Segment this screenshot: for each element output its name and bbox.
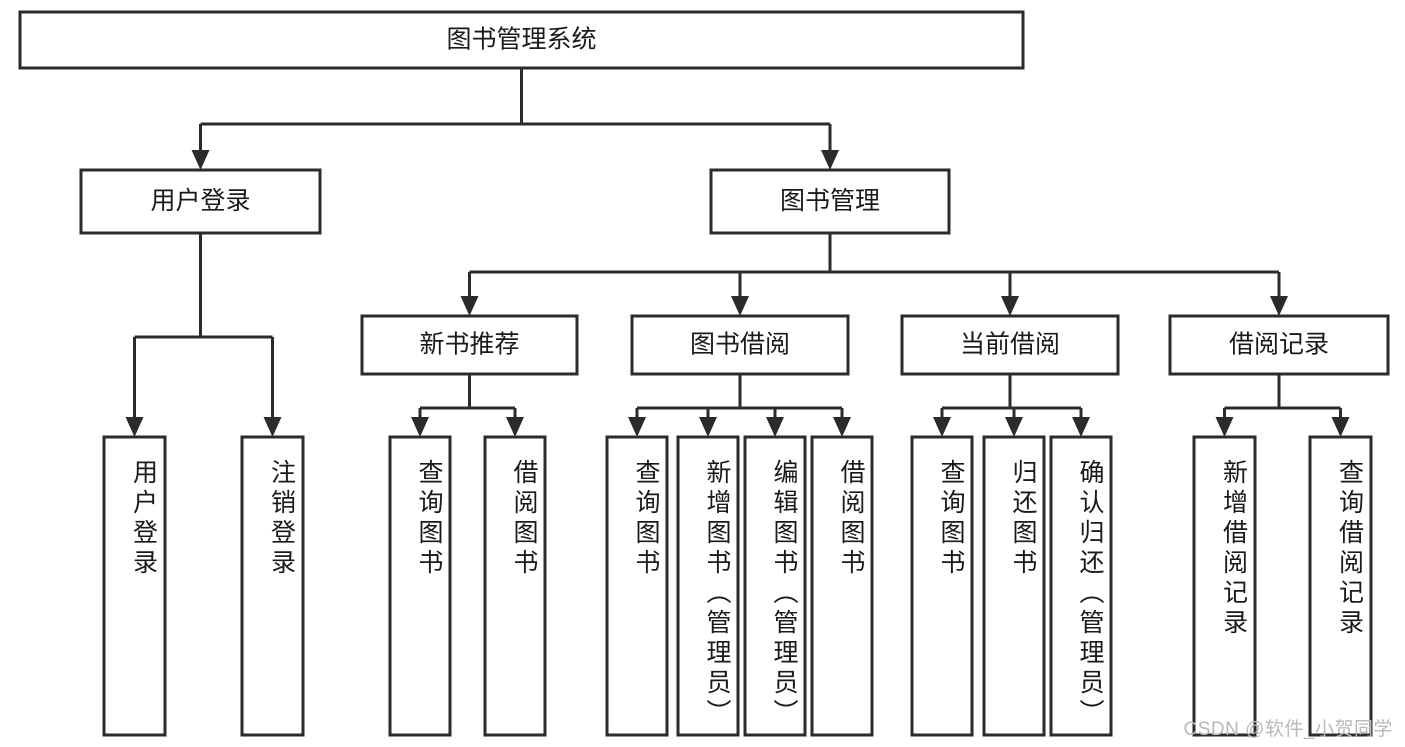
leaf-box <box>605 435 669 737</box>
node-box <box>1168 314 1390 376</box>
arrow-books-1 <box>731 296 749 316</box>
node-root-0[interactable]: 图书管理系统 <box>18 10 1025 70</box>
leaf-node-9[interactable]: 归还图书 <box>982 435 1046 737</box>
leaf-node-10[interactable]: 确认归还（管理员） <box>1049 435 1113 737</box>
leaf-label: 归还图书 <box>1009 459 1038 579</box>
leaf-node-5[interactable]: 新增图书（管理员） <box>676 435 740 737</box>
arrow-current-0 <box>933 417 951 437</box>
node-l3-1[interactable]: 图书借阅 <box>630 314 850 376</box>
leaf-box <box>676 435 740 737</box>
leaf-box <box>1049 435 1113 737</box>
node-l2-1[interactable]: 图书管理 <box>709 168 951 235</box>
node-box <box>709 168 951 235</box>
leaf-box <box>810 435 874 737</box>
leaf-box <box>1192 435 1257 737</box>
node-label: 用户登录 <box>150 187 250 215</box>
arrow-current-1 <box>1005 417 1023 437</box>
arrow-record-0 <box>1215 417 1234 437</box>
leaf-node-4[interactable]: 查询图书 <box>605 435 669 737</box>
arrow-borrow-3 <box>833 417 851 437</box>
leaf-node-8[interactable]: 查询图书 <box>910 435 974 737</box>
leaf-box <box>743 435 807 737</box>
arrow-books-2 <box>1001 296 1019 316</box>
leaf-label: 注销登录 <box>268 459 297 579</box>
leaf-label: 编辑图书（管理员） <box>770 459 799 729</box>
leaf-node-3[interactable]: 借阅图书 <box>483 435 547 737</box>
leaf-node-7[interactable]: 借阅图书 <box>810 435 874 737</box>
arrow-login-1 <box>263 417 282 437</box>
leaf-node-12[interactable]: 查询借阅记录 <box>1308 435 1373 737</box>
node-label: 借阅记录 <box>1229 331 1329 359</box>
arrow-root-0 <box>191 150 210 170</box>
node-label: 图书管理系统 <box>446 26 596 54</box>
leaf-label: 查询图书 <box>632 459 661 579</box>
leaf-label: 查询图书 <box>937 459 966 579</box>
arrow-books-3 <box>1270 296 1288 316</box>
leaf-box <box>910 435 974 737</box>
leaf-node-11[interactable]: 新增借阅记录 <box>1192 435 1257 737</box>
leaf-label: 借阅图书 <box>837 459 866 579</box>
arrow-borrow-0 <box>628 417 646 437</box>
arrow-recommend-0 <box>411 417 429 437</box>
leaf-box <box>1308 435 1373 737</box>
node-l2-0[interactable]: 用户登录 <box>79 168 322 235</box>
leaf-label: 新增图书（管理员） <box>703 459 732 729</box>
boxes-layer: 图书管理系统用户登录图书管理新书推荐图书借阅当前借阅借阅记录用户登录注销登录查询… <box>18 10 1390 737</box>
arrow-root-1 <box>821 150 839 170</box>
leaf-label: 借阅图书 <box>510 459 539 579</box>
leaf-node-2[interactable]: 查询图书 <box>388 435 452 737</box>
leaf-label: 用户登录 <box>130 459 159 579</box>
node-label: 当前借阅 <box>960 331 1060 359</box>
arrow-borrow-2 <box>766 417 784 437</box>
node-box <box>900 314 1120 376</box>
node-box <box>79 168 322 235</box>
arrow-books-0 <box>460 296 479 316</box>
arrow-login-0 <box>125 417 144 437</box>
leaf-box <box>388 435 452 737</box>
leaf-box <box>102 435 167 737</box>
leaf-label: 新增借阅记录 <box>1220 459 1249 639</box>
node-box <box>360 314 579 376</box>
node-l3-3[interactable]: 借阅记录 <box>1168 314 1390 376</box>
arrow-recommend-1 <box>506 417 524 437</box>
arrow-record-1 <box>1331 417 1350 437</box>
node-l3-2[interactable]: 当前借阅 <box>900 314 1120 376</box>
leaf-label: 确认归还（管理员） <box>1076 459 1105 729</box>
arrow-current-2 <box>1072 417 1090 437</box>
node-box <box>18 10 1025 70</box>
leaf-label: 查询借阅记录 <box>1336 459 1365 639</box>
leaf-box <box>982 435 1046 737</box>
node-label: 图书管理 <box>780 187 880 215</box>
connectors-layer <box>125 68 1350 437</box>
arrow-borrow-1 <box>699 417 717 437</box>
leaf-node-1[interactable]: 注销登录 <box>240 435 305 737</box>
leaf-node-0[interactable]: 用户登录 <box>102 435 167 737</box>
leaf-box <box>483 435 547 737</box>
node-box <box>630 314 850 376</box>
leaf-label: 查询图书 <box>415 459 444 579</box>
node-label: 图书借阅 <box>690 331 790 359</box>
leaf-node-6[interactable]: 编辑图书（管理员） <box>743 435 807 737</box>
node-label: 新书推荐 <box>419 331 519 359</box>
node-l3-0[interactable]: 新书推荐 <box>360 314 579 376</box>
leaf-box <box>240 435 305 737</box>
